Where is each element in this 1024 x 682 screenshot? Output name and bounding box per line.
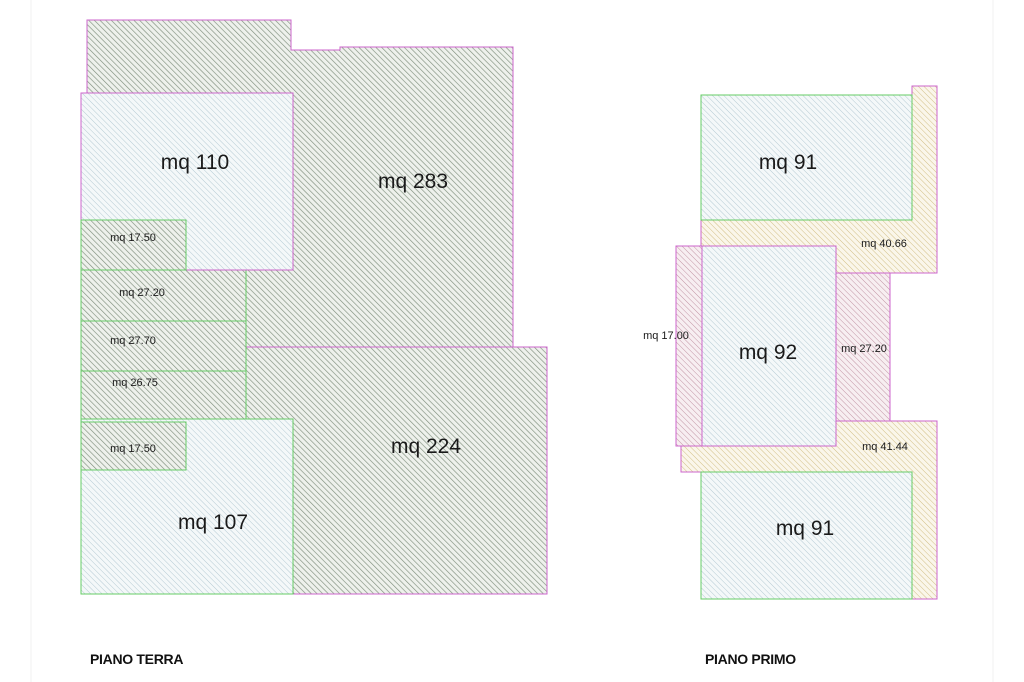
label-ground-room-top: mq 110 xyxy=(161,151,230,174)
label-ground-small-5: mq 17.50 xyxy=(110,443,156,455)
label-first-center: mq 92 xyxy=(739,341,797,364)
label-first-top: mq 91 xyxy=(759,151,817,174)
label-ground-small-1: mq 17.50 xyxy=(110,232,156,244)
first-room-top xyxy=(700,94,913,221)
label-first-right: mq 27.20 xyxy=(841,343,887,355)
label-first-left: mq 17.00 xyxy=(643,330,689,342)
label-first-terrace-top: mq 40.66 xyxy=(861,238,907,250)
label-first-bottom: mq 91 xyxy=(776,517,834,540)
label-ground-small-2: mq 27.20 xyxy=(119,287,165,299)
label-ground-main-bottom: mq 224 xyxy=(391,435,461,458)
label-ground-small-4: mq 26.75 xyxy=(112,377,158,389)
label-ground-room-bottom: mq 107 xyxy=(178,511,248,534)
first-room-center xyxy=(701,245,837,447)
label-ground-main-top: mq 283 xyxy=(378,170,448,193)
first-floor-title: PIANO PRIMO xyxy=(705,651,796,667)
first-floor: mq 91 mq 92 mq 91 mq 40.66 mq 41.44 mq 1… xyxy=(643,85,938,600)
ground-strip-4 xyxy=(80,370,247,420)
ground-floor-title: PIANO TERRA xyxy=(90,651,184,667)
first-right-area xyxy=(835,272,891,422)
first-room-bottom xyxy=(700,471,913,600)
label-ground-small-3: mq 27.70 xyxy=(110,335,156,347)
ground-floor: mq 283 mq 224 mq 110 mq 107 mq 17.50 mq … xyxy=(80,19,548,595)
ground-strip-3 xyxy=(80,320,247,372)
ground-small-room-5 xyxy=(80,421,187,471)
first-left-area xyxy=(675,245,703,447)
label-first-terrace-bottom: mq 41.44 xyxy=(862,441,908,453)
ground-small-room-1 xyxy=(80,219,187,271)
